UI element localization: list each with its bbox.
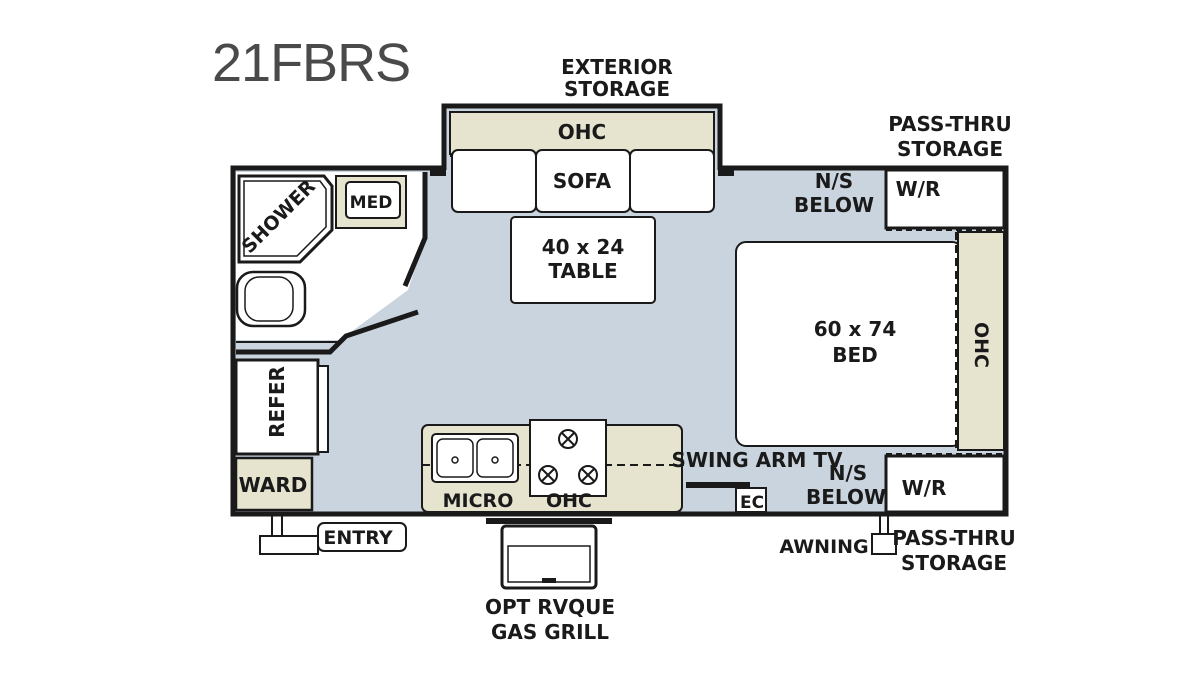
label-grill-1: OPT RVQUE: [485, 595, 615, 619]
stove: [529, 419, 607, 497]
label-pass-thru-bottom-1: PASS-THRU: [892, 526, 1016, 550]
label-awning: AWNING: [779, 536, 868, 558]
label-ec: EC: [740, 493, 764, 513]
entry-step: [259, 516, 319, 555]
label-ohc-right: OHC: [970, 322, 992, 368]
shower: [237, 174, 334, 264]
wardrobe-top-right: [884, 168, 1006, 230]
toilet: [235, 270, 307, 328]
slide-seal-right: [718, 166, 734, 176]
toilet-seat: [244, 276, 294, 322]
refrigerator-door: [317, 365, 329, 453]
label-med: MED: [350, 193, 393, 213]
label-ns-below-top-1: N/S: [815, 169, 853, 193]
model-title: 21FBRS: [212, 33, 411, 93]
label-refer: REFER: [265, 366, 289, 438]
label-pass-thru-bottom-2: STORAGE: [901, 551, 1007, 575]
sofa: [451, 149, 715, 213]
label-entry: ENTRY: [323, 527, 392, 549]
grill-bracket: [486, 518, 612, 524]
wardrobe-bottom-right: [884, 454, 1006, 514]
grill-handle: [542, 578, 556, 583]
label-ns-below-bottom-1: N/S: [829, 461, 867, 485]
label-ns-below-top-2: BELOW: [794, 193, 874, 217]
label-sofa: SOFA: [553, 169, 612, 193]
grill: [500, 524, 598, 590]
burners: [538, 429, 598, 485]
label-pass-thru-top-2: STORAGE: [897, 137, 1003, 161]
label-wr-bottom: W/R: [902, 476, 947, 500]
bathroom-walls: [236, 172, 428, 355]
dinette-table: [510, 216, 656, 304]
slide-seal-left: [430, 166, 446, 176]
ohc-right-cabinet: [957, 231, 1005, 451]
exterior-walls: [230, 103, 1009, 517]
label-bed-1: 60 x 74: [814, 317, 897, 341]
ec-box: [735, 487, 767, 513]
label-wr-top: W/R: [896, 177, 941, 201]
entry-tag: [317, 522, 407, 552]
label-pass-thru-top-1: PASS-THRU: [888, 112, 1012, 136]
drain-left: [451, 456, 459, 464]
label-micro: MICRO: [443, 490, 514, 512]
sink-bowl-left: [436, 438, 474, 478]
awning-bracket: [871, 516, 897, 555]
shower-inner: [243, 180, 327, 257]
label-table-1: 40 x 24: [542, 235, 625, 259]
drain-right: [491, 456, 499, 464]
bath-sink: [345, 181, 401, 219]
label-ns-below-bottom-2: BELOW: [806, 485, 886, 509]
label-grill-2: GAS GRILL: [491, 620, 609, 644]
refrigerator: [234, 358, 320, 456]
sink-bowl-right: [476, 438, 514, 478]
label-ohc-kitchen: OHC: [546, 490, 592, 512]
wardrobe: [234, 456, 314, 512]
label-ohc-top: OHC: [558, 120, 606, 144]
ohc-top-cabinet: [449, 111, 715, 155]
label-exterior-storage-2: STORAGE: [564, 77, 670, 101]
label-swing-arm-tv: SWING ARM TV: [672, 448, 843, 472]
label-ward: WARD: [239, 473, 308, 497]
label-table-2: TABLE: [548, 259, 617, 283]
tv-mount: [686, 482, 750, 488]
label-exterior-storage-1: EXTERIOR: [561, 55, 673, 79]
label-bed-2: BED: [832, 343, 878, 367]
